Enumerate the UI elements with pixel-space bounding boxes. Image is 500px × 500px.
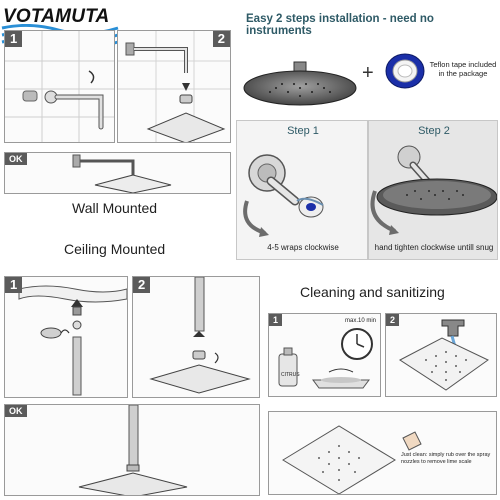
- wall-mounted-title: Wall Mounted: [72, 200, 158, 216]
- step-2-title: Step 2: [418, 125, 450, 137]
- wall-step-2-badge: 2: [212, 31, 230, 47]
- brand-name: VOTAMUTA: [3, 6, 110, 27]
- ceiling-ok-illustration: [78, 405, 188, 495]
- teflon-note: Teflon tape included in the package: [429, 60, 497, 78]
- wall-ok-illustration: [72, 154, 172, 193]
- just-clean-text: Just clean: simply rub over the spray no…: [401, 452, 491, 465]
- step-1-title: Step 1: [287, 125, 319, 137]
- ceiling-ok-badge: OK: [5, 405, 27, 417]
- ceiling-step-2-illustration: [149, 277, 251, 394]
- wall-step-2-panel: 2: [117, 30, 231, 143]
- step-1-caption: 4-5 wraps clockwise: [267, 243, 339, 252]
- step-2-illustration: [370, 145, 497, 235]
- clock-label: max.10 min: [345, 318, 377, 324]
- wall-ok-panel: OK: [4, 152, 231, 194]
- cleaning-step-1-illustration: [278, 328, 373, 389]
- cleaning-tip-panel: Just clean: simply rub over the spray no…: [268, 411, 497, 495]
- shower-head-photo: [243, 61, 357, 106]
- step-1-illustration: [243, 154, 324, 237]
- cleaning-title: Cleaning and sanitizing: [300, 284, 445, 300]
- ceiling-step-1-panel: 1: [4, 276, 128, 398]
- cleaning-step-1-panel: 1 max.10 min CITRUS: [268, 313, 381, 397]
- step-2-caption: hand tighten clockwise untill snug: [374, 243, 494, 252]
- cleaning-tip-illustration: [282, 425, 422, 494]
- cleaning-step-1-badge: 1: [269, 314, 283, 326]
- install-title: Easy 2 steps installation - need no inst…: [246, 13, 434, 37]
- cleaning-step-2-panel: 2: [385, 313, 497, 397]
- ceiling-ok-panel: OK: [4, 404, 260, 496]
- wall-ok-badge: OK: [5, 153, 27, 165]
- install-step-2-panel: Step 2 hand tighten clockwise untill snu…: [368, 120, 498, 260]
- ceiling-step-2-panel: 2: [132, 276, 260, 398]
- install-step-1-panel: Step 1 4-5 wraps clockwise: [236, 120, 368, 260]
- cleaning-step-2-illustration: [399, 319, 489, 391]
- ceiling-step-1-illustration: [18, 285, 127, 396]
- wall-arm-illustration: [118, 31, 230, 142]
- plus-icon: +: [362, 62, 374, 84]
- cleaning-step-2-badge: 2: [386, 314, 400, 326]
- teflon-tape-icon: [385, 53, 425, 89]
- bottle-label: CITRUS: [281, 372, 300, 378]
- wall-step-1-badge: 1: [5, 31, 23, 47]
- ceiling-step-2-badge: 2: [133, 277, 151, 293]
- wall-step-1-panel: 1: [4, 30, 115, 143]
- ceiling-mounted-title: Ceiling Mounted: [64, 241, 166, 257]
- ceiling-step-1-badge: 1: [5, 277, 23, 293]
- wall-tile-illustration: [5, 31, 114, 142]
